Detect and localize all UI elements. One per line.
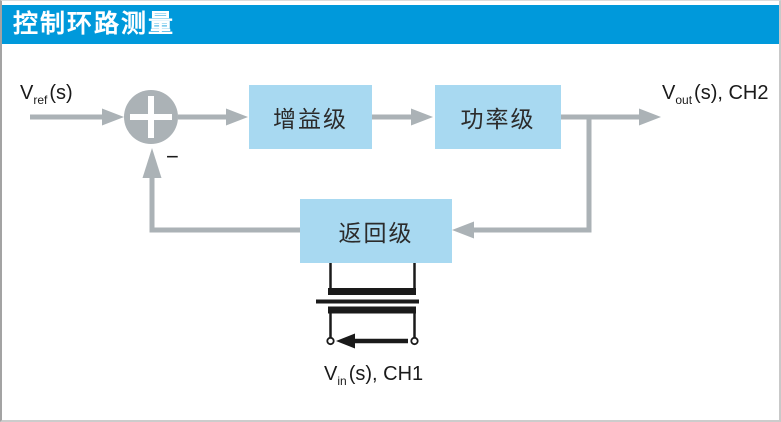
input-arrow bbox=[30, 108, 124, 126]
vin-signal-label: Vin(s), CH1 bbox=[324, 363, 424, 388]
block-power-stage-label: 功率级 bbox=[460, 106, 536, 132]
page-title: 控制环路测量 bbox=[13, 10, 176, 38]
block-gain-stage: 增益级 bbox=[249, 85, 372, 149]
minus-sign: − bbox=[166, 144, 179, 169]
transformer-winding-bottom bbox=[328, 306, 416, 314]
block-power-stage: 功率级 bbox=[435, 85, 561, 149]
injection-arrow bbox=[336, 333, 408, 349]
plus-icon bbox=[130, 96, 172, 138]
terminal-right bbox=[410, 336, 419, 346]
feedback-return-line bbox=[142, 148, 300, 233]
output-arrow bbox=[561, 108, 661, 126]
injection-transformer bbox=[316, 263, 419, 349]
feedback-down-line bbox=[452, 117, 592, 239]
header-bar: 控制环路测量 bbox=[2, 5, 779, 44]
vref-signal-label: Vref(s) bbox=[20, 82, 73, 107]
arrow-sum-to-gain bbox=[178, 108, 248, 126]
block-feedback-stage: 返回级 bbox=[300, 199, 452, 263]
summing-junction bbox=[124, 90, 178, 144]
transformer-winding-top bbox=[328, 288, 416, 295]
vout-signal-label: Vout(s), CH2 bbox=[662, 82, 769, 107]
block-gain-stage-label: 增益级 bbox=[273, 106, 348, 132]
transformer-core bbox=[316, 299, 419, 304]
terminal-left bbox=[326, 336, 335, 346]
block-feedback-stage-label: 返回级 bbox=[338, 220, 414, 246]
arrow-gain-to-power bbox=[372, 108, 433, 126]
